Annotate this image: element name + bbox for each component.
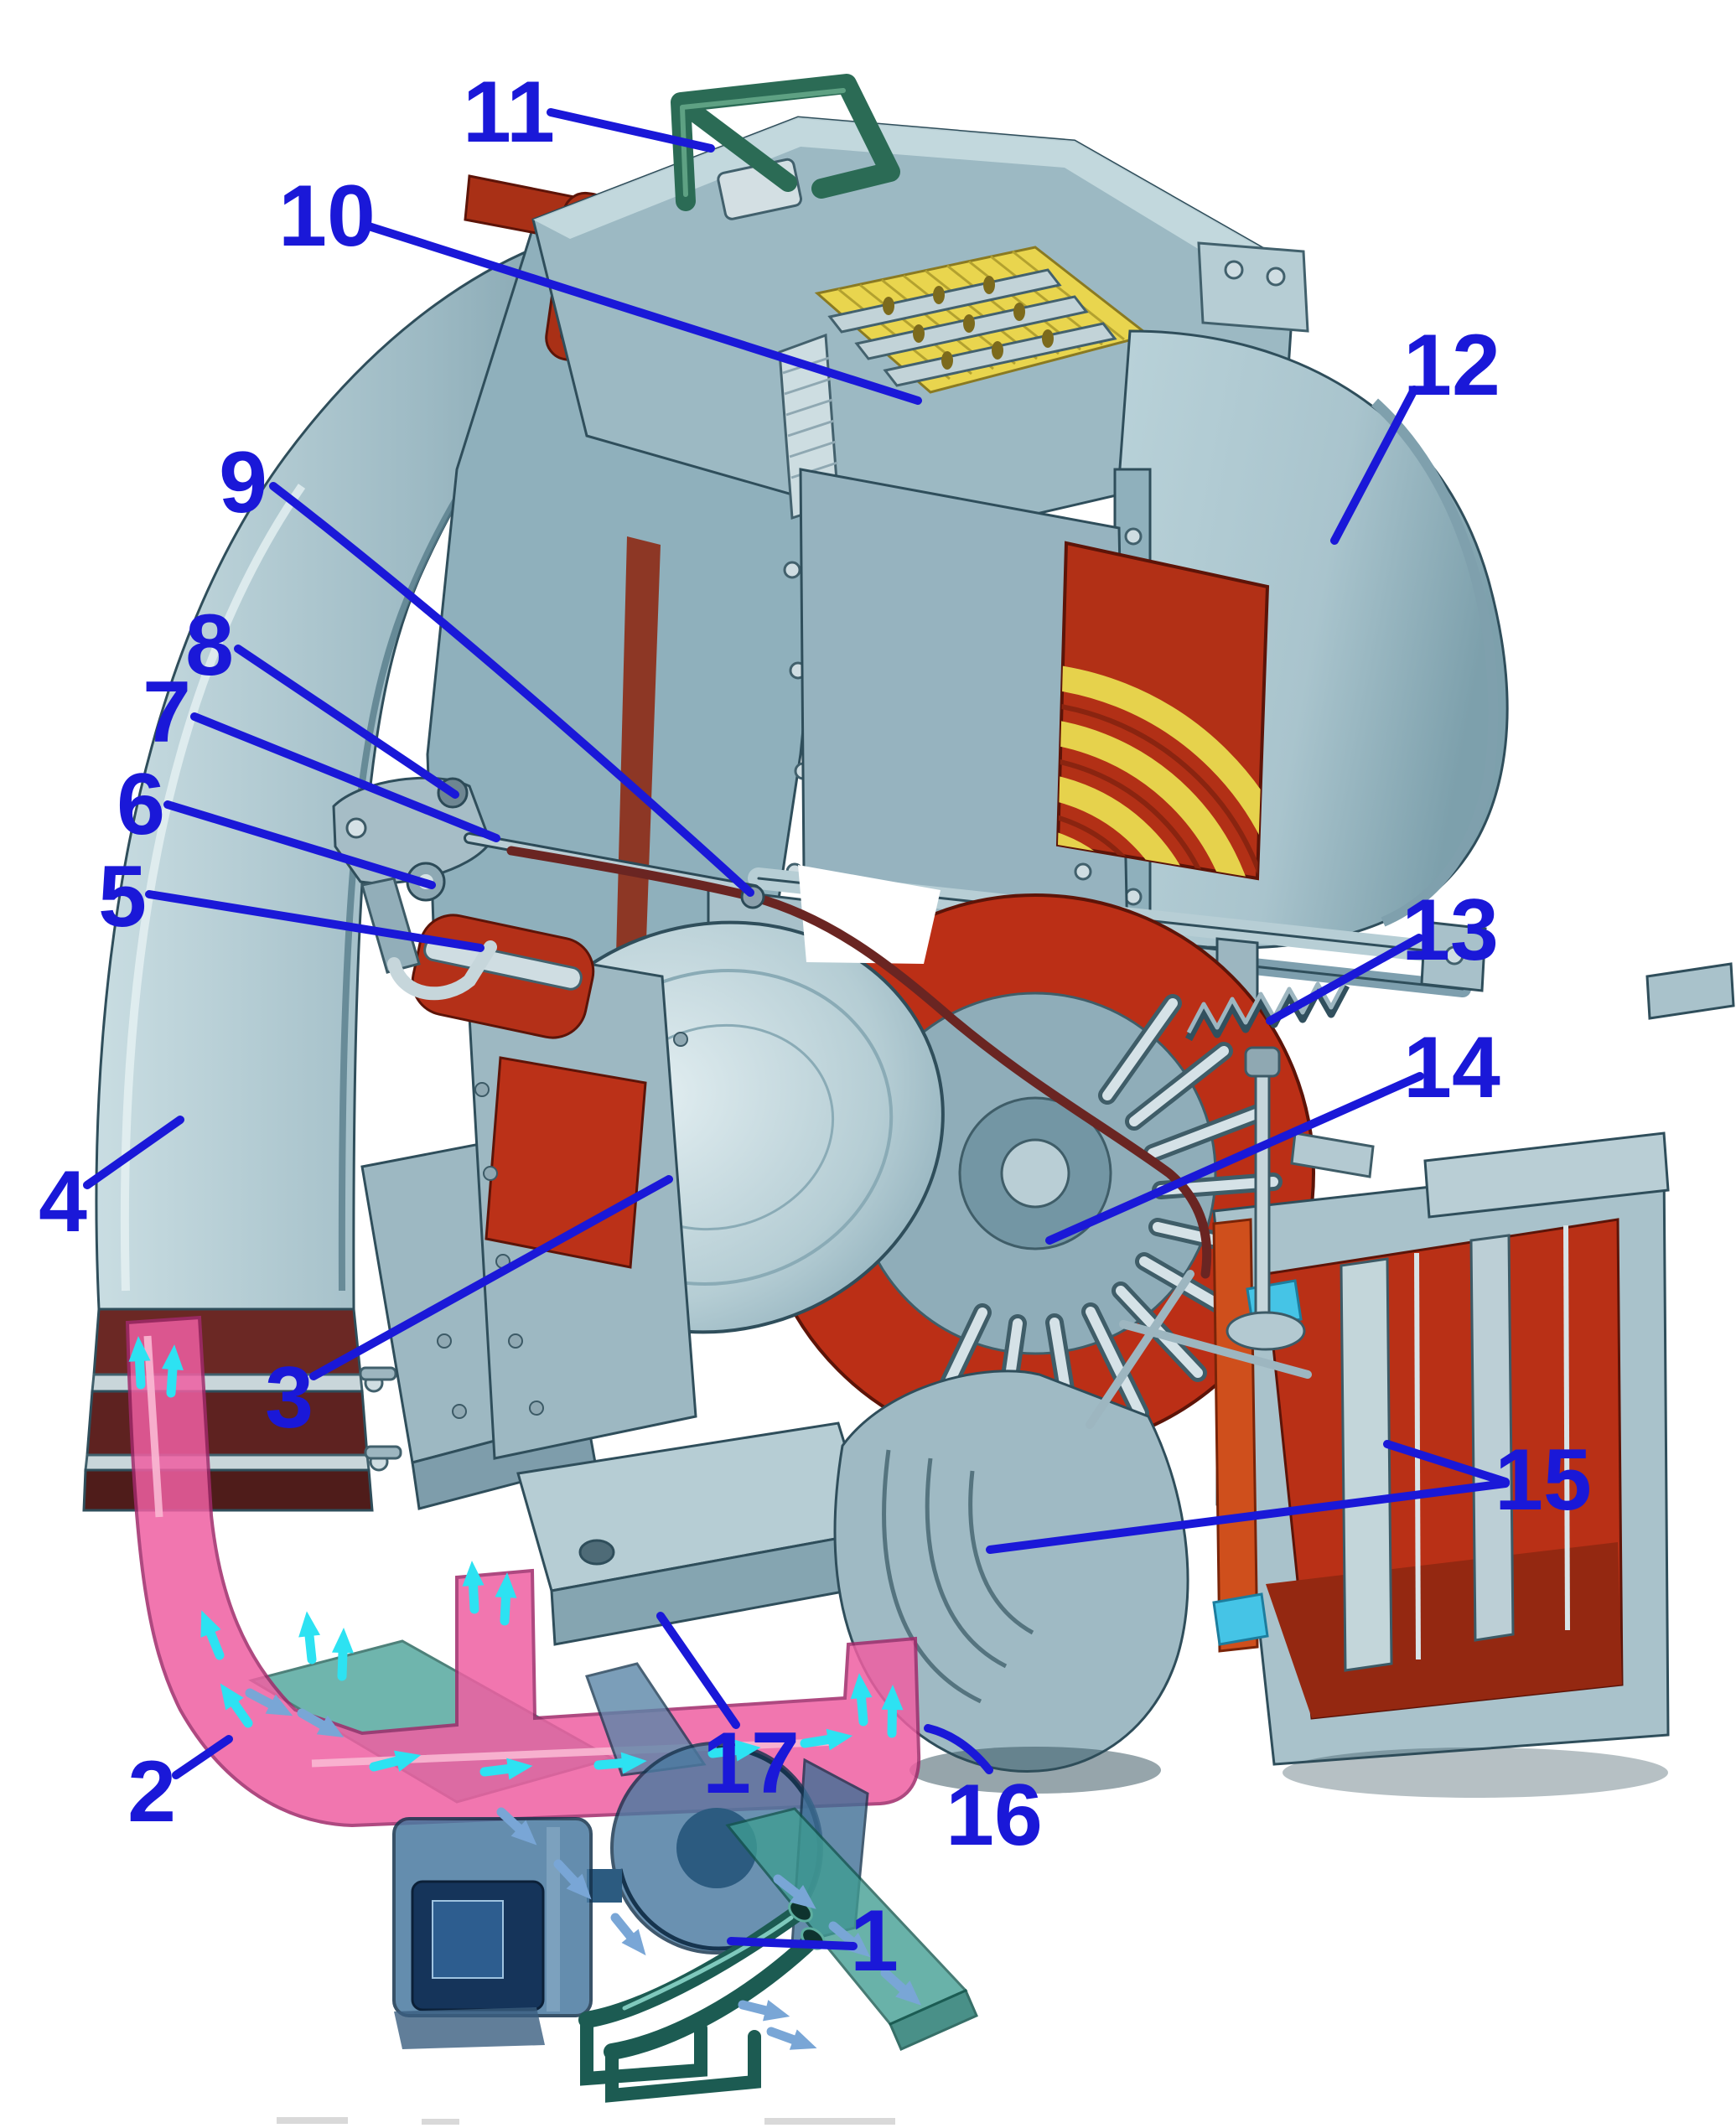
chamber-frame-strip	[1212, 1218, 1259, 1653]
cyan-flow-arrow	[298, 1611, 321, 1665]
callout-label-13: 13	[1402, 882, 1499, 979]
rotor-shaft	[1290, 1131, 1375, 1178]
cyan-flow-arrow	[593, 1752, 647, 1774]
cyan-flow-arrow	[707, 1739, 761, 1762]
mounting-base	[516, 1421, 877, 1646]
callout-label-15: 15	[1495, 1432, 1592, 1529]
callout-label-1: 1	[850, 1892, 899, 1990]
inspection-window	[1055, 541, 1270, 881]
callout-label-16: 16	[946, 1767, 1043, 1864]
cyan-flow-arrow	[479, 1758, 533, 1780]
callout-label-4: 4	[39, 1153, 87, 1250]
chamber-baffle	[1340, 1257, 1393, 1672]
blower-assembly	[125, 1315, 978, 2103]
callout-2-leader	[172, 1735, 233, 1779]
edge-mark	[862, 2118, 895, 2125]
callout-leader-lines	[83, 108, 1510, 1950]
callout-9-leader	[269, 482, 754, 897]
slate-flow-arrow	[610, 1913, 646, 1956]
slate-flow-arrow	[553, 1859, 592, 1900]
callout-7-leader	[190, 712, 500, 842]
lifting-handle	[671, 74, 900, 211]
cyan-flow-arrow	[200, 1610, 225, 1660]
heat-exchanger-core	[778, 246, 1152, 520]
slate-flow-arrow	[496, 1807, 537, 1846]
cyan-flow-arrow	[881, 1685, 904, 1738]
top-bracket	[1197, 241, 1309, 333]
callout-14-leader	[1045, 1072, 1424, 1245]
cyan-flow-arrow	[128, 1336, 151, 1390]
callout-label-11: 11	[463, 64, 555, 161]
cyan-flow-arrow	[850, 1673, 873, 1727]
cyan-flow-arrow	[462, 1561, 485, 1614]
callout-13-leader	[1266, 934, 1423, 1025]
cyan-flow-arrow	[800, 1728, 853, 1751]
cyan-flow-arrow	[495, 1572, 517, 1626]
callout-3-leader	[309, 1175, 673, 1380]
callout-label-9: 9	[219, 434, 267, 531]
scan-edge-marks	[277, 2117, 895, 2125]
top-casing	[531, 116, 1309, 538]
callout-11-leader	[547, 108, 715, 153]
callout-15-leader-1	[1383, 1440, 1510, 1486]
outlet-scroll	[833, 1369, 1189, 1794]
actuator-rod	[1086, 1046, 1312, 1429]
callout-6-leader	[163, 800, 436, 889]
warm-air-manifold	[125, 1315, 921, 1828]
fuel-line	[506, 846, 1212, 1279]
callout-label-7: 7	[143, 664, 191, 761]
callout-label-12: 12	[1403, 317, 1500, 414]
fan-rotor	[755, 893, 1375, 1453]
tower-red-sliver	[616, 536, 661, 964]
slate-flow-arrow	[766, 2027, 817, 2050]
callout-1-leader	[727, 1937, 858, 1950]
callout-5-leader	[145, 890, 485, 952]
callout-label-10: 10	[278, 168, 376, 265]
callout-label-8: 8	[185, 597, 234, 694]
slate-flow-arrow	[738, 2000, 790, 2022]
edge-mark	[764, 2118, 894, 2125]
heater-unit	[82, 74, 1735, 1798]
callout-17-leader	[656, 1612, 740, 1729]
edge-mark	[422, 2119, 459, 2125]
callout-label-5: 5	[98, 848, 147, 945]
callout-8-leader	[234, 645, 459, 799]
chamber-baffle	[1469, 1234, 1515, 1642]
cut-opening	[798, 865, 941, 964]
callout-10-leader	[365, 222, 922, 405]
exhaust-pipes	[578, 1899, 826, 2103]
callout-16-leader	[924, 1724, 993, 1774]
edge-mark	[277, 2117, 348, 2124]
slate-flow-arrow	[245, 1688, 293, 1716]
side-tab	[1645, 962, 1735, 1020]
slate-flow-arrow	[773, 1874, 816, 1909]
callout-label-17: 17	[702, 1715, 800, 1812]
callout-label-2: 2	[127, 1743, 176, 1841]
callout-label-6: 6	[117, 756, 165, 853]
callout-12-leader	[1330, 386, 1418, 545]
cyan-corner-accent	[1212, 1592, 1269, 1646]
cyan-flow-arrow	[331, 1628, 354, 1681]
callout-label-14: 14	[1403, 1019, 1500, 1116]
callout-4-leader	[83, 1116, 184, 1189]
callout-15-leader-2	[986, 1479, 1510, 1554]
slate-flow-arrow	[297, 1708, 345, 1737]
callout-label-3: 3	[265, 1349, 314, 1447]
slate-flow-arrow	[880, 1968, 922, 2006]
damper-lever	[423, 937, 583, 991]
cyan-flow-arrow	[161, 1344, 184, 1398]
cyan-flow-arrow	[220, 1683, 253, 1728]
cyan-flow-arrow	[369, 1750, 422, 1772]
